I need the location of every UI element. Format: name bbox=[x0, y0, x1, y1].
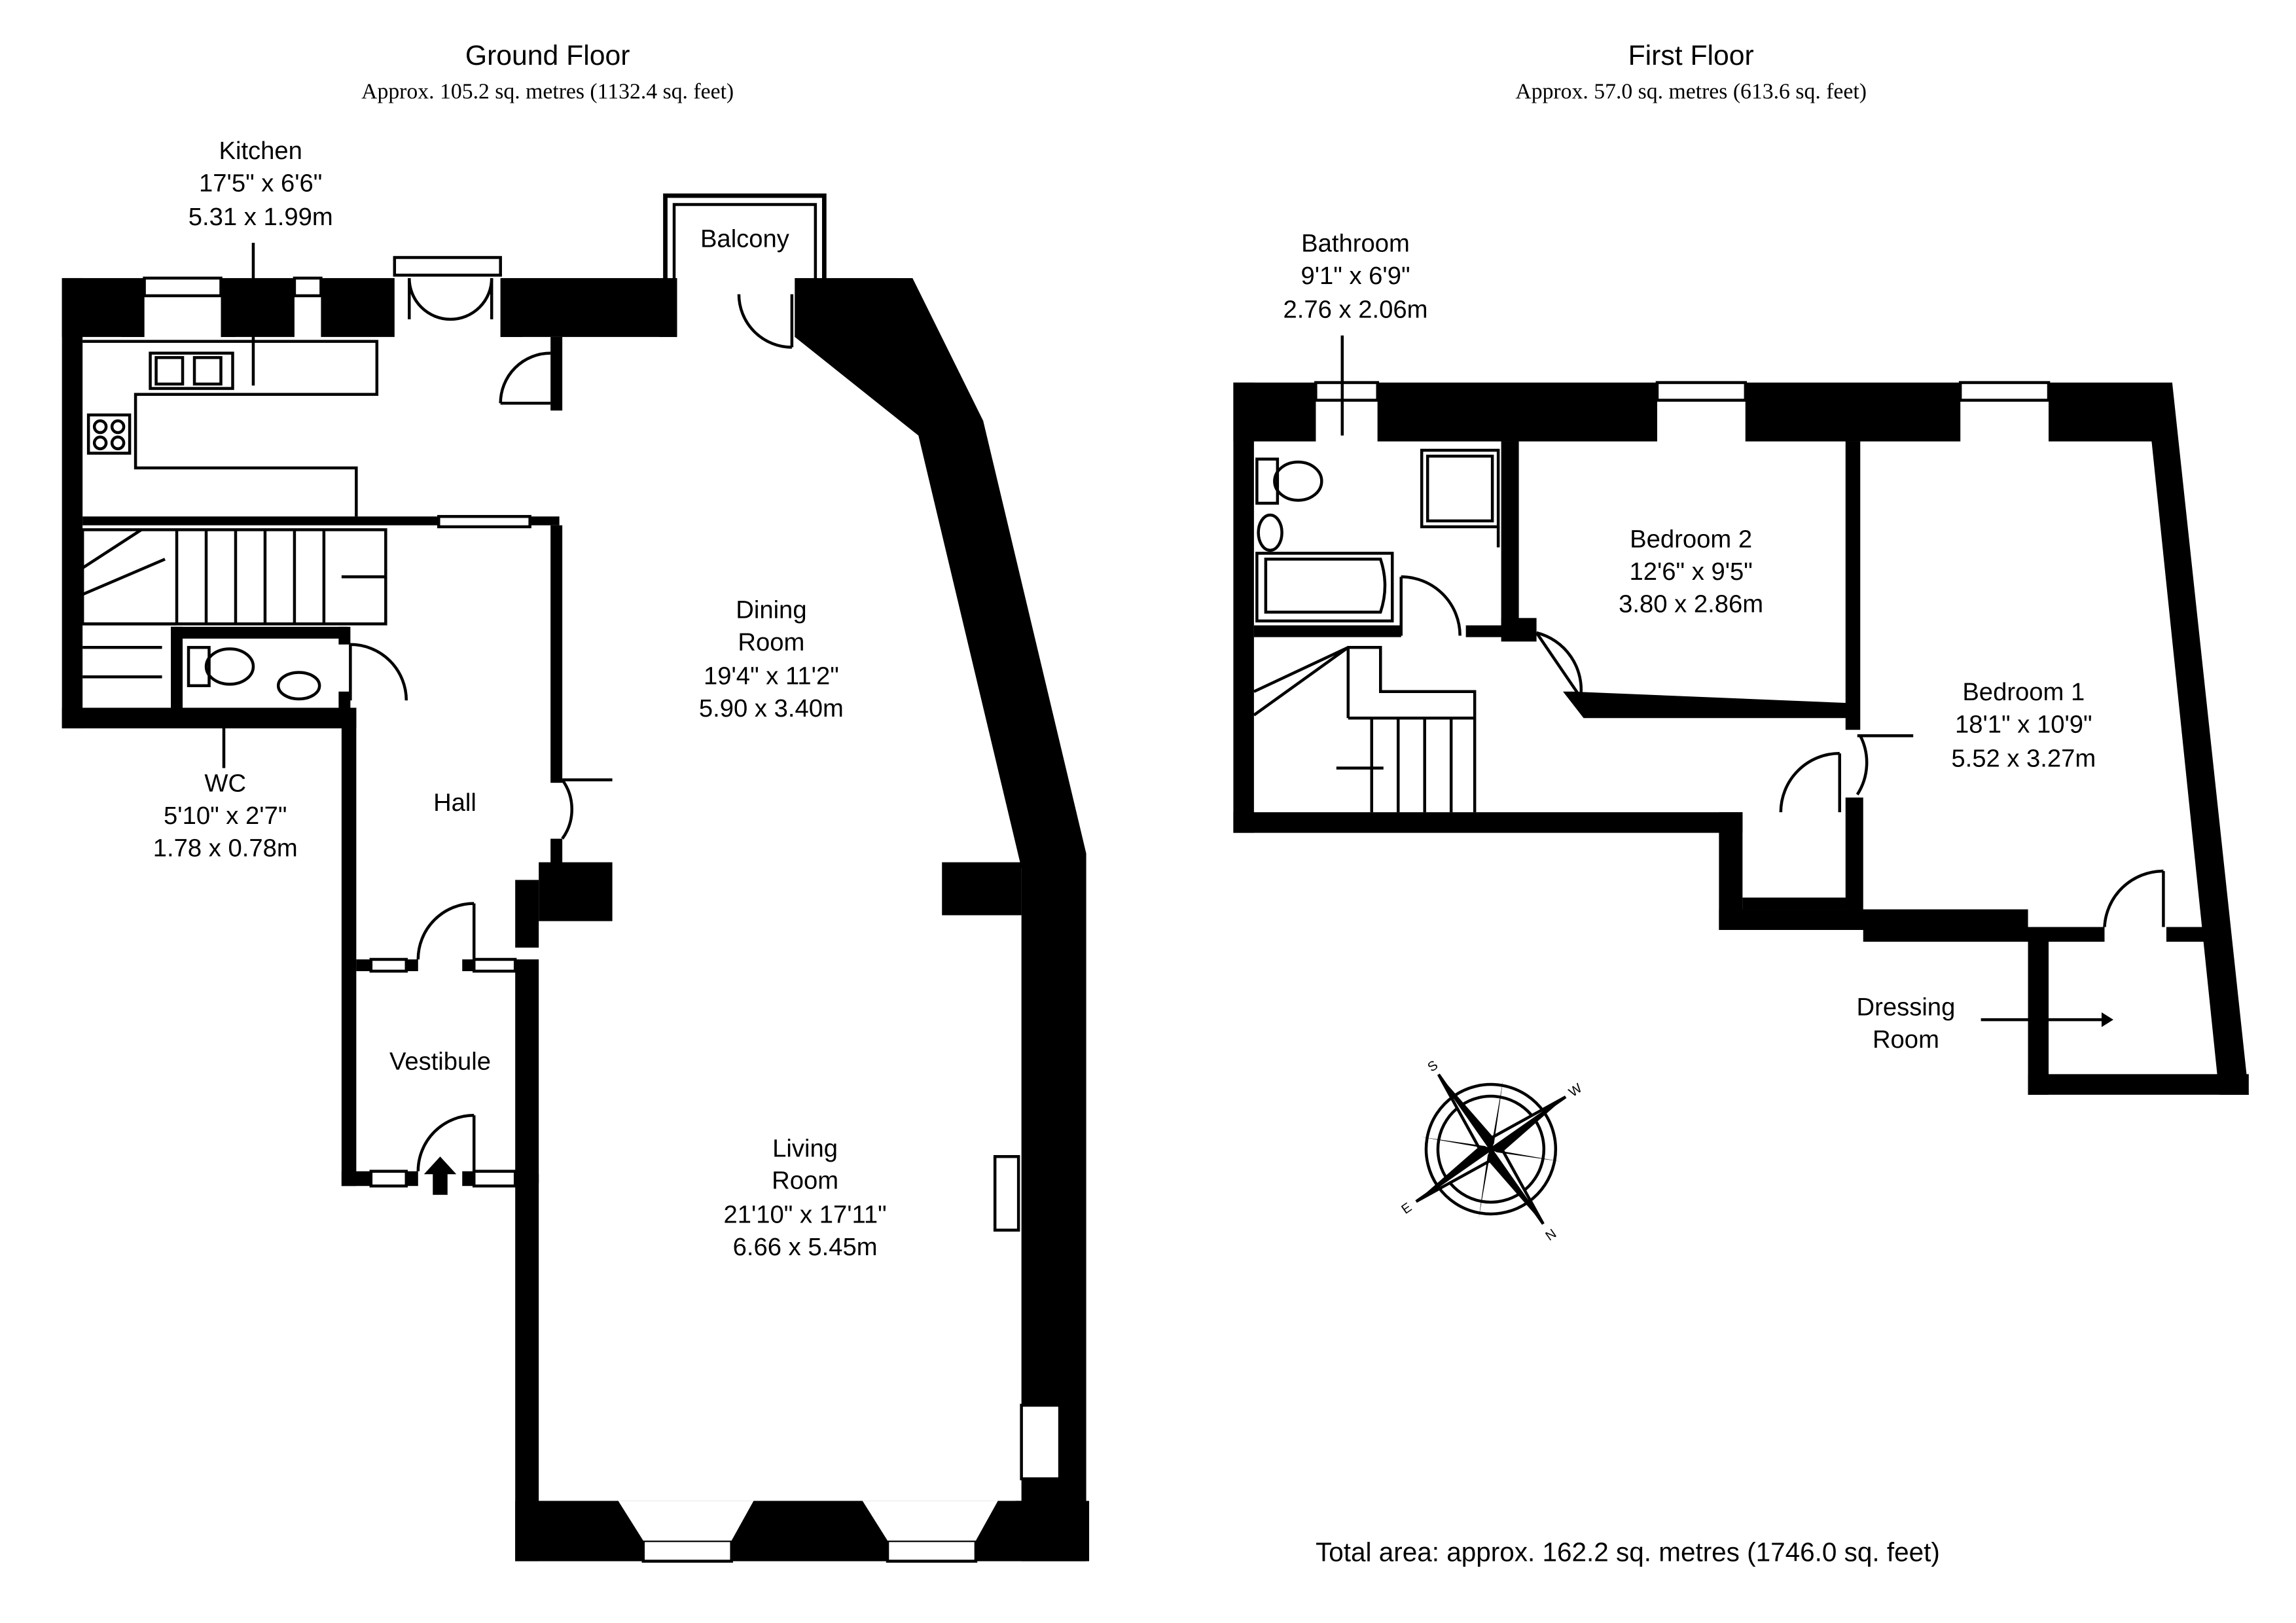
compass-letter-w: W bbox=[1566, 1080, 1585, 1099]
ground-doors bbox=[408, 277, 794, 1195]
compass-rose-icon: S N W E bbox=[1399, 1058, 1586, 1244]
kitchen-name: Kitchen bbox=[219, 137, 302, 165]
bathroom-fittings bbox=[1255, 448, 1500, 636]
living-imperial: 21'10" x 17'11" bbox=[723, 1200, 886, 1228]
hall-name: Hall bbox=[433, 789, 476, 817]
bedroom1-metric: 5.52 x 3.27m bbox=[1951, 744, 2096, 772]
bedroom2-imperial: 12'6" x 9'5" bbox=[1629, 558, 1752, 586]
bathroom-imperial: 9'1" x 6'9" bbox=[1300, 262, 1410, 290]
bedroom1-name: Bedroom 1 bbox=[1962, 678, 2085, 706]
compass-letter-s: S bbox=[1425, 1058, 1441, 1075]
bathroom-metric: 2.76 x 2.06m bbox=[1283, 296, 1428, 324]
compass-letter-n: N bbox=[1543, 1226, 1560, 1243]
first-stairs bbox=[1253, 646, 1477, 813]
compass-letter-e: E bbox=[1399, 1200, 1415, 1217]
bathroom-name: Bathroom bbox=[1301, 229, 1410, 257]
living-name-line1: Living bbox=[772, 1134, 838, 1162]
first-floor-walls bbox=[1233, 381, 2249, 1095]
ground-floor-title: Ground Floor bbox=[465, 40, 630, 71]
ground-floor-area: Approx. 105.2 sq. metres (1132.4 sq. fee… bbox=[361, 80, 734, 104]
vestibule-name: Vestibule bbox=[389, 1048, 491, 1076]
dressing-name-line1: Dressing bbox=[1857, 993, 1956, 1021]
bedroom2-metric: 3.80 x 2.86m bbox=[1619, 590, 1763, 618]
kitchen-imperial: 17'5" x 6'6" bbox=[199, 169, 322, 197]
bedroom2-name: Bedroom 2 bbox=[1630, 525, 1752, 553]
living-name-line2: Room bbox=[772, 1167, 838, 1195]
wc-room bbox=[171, 626, 408, 768]
first-floor-title: First Floor bbox=[1628, 40, 1754, 71]
wc-imperial: 5'10" x 2'7" bbox=[164, 802, 287, 830]
dining-name-line2: Room bbox=[738, 628, 804, 656]
kitchen-units bbox=[82, 340, 379, 517]
balcony-name: Balcony bbox=[700, 225, 790, 253]
ground-floor-walls bbox=[62, 256, 1090, 1563]
ground-stairs bbox=[81, 528, 387, 679]
living-metric: 6.66 x 5.45m bbox=[733, 1233, 878, 1261]
wc-metric: 1.78 x 0.78m bbox=[153, 834, 298, 863]
bedroom1-imperial: 18'1" x 10'9" bbox=[1955, 711, 2092, 739]
dining-metric: 5.90 x 3.40m bbox=[699, 694, 844, 722]
total-area: Total area: approx. 162.2 sq. metres (17… bbox=[1316, 1537, 1940, 1567]
dining-imperial: 19'4" x 11'2" bbox=[704, 662, 839, 690]
dining-name-line1: Dining bbox=[736, 596, 806, 624]
wc-name: WC bbox=[204, 770, 246, 798]
first-floor-area: Approx. 57.0 sq. metres (613.6 sq. feet) bbox=[1515, 80, 1867, 104]
balcony-outline bbox=[663, 193, 827, 278]
kitchen-metric: 5.31 x 1.99m bbox=[188, 203, 333, 231]
dressing-name-line2: Room bbox=[1873, 1026, 1939, 1054]
first-doors bbox=[1535, 631, 2165, 927]
